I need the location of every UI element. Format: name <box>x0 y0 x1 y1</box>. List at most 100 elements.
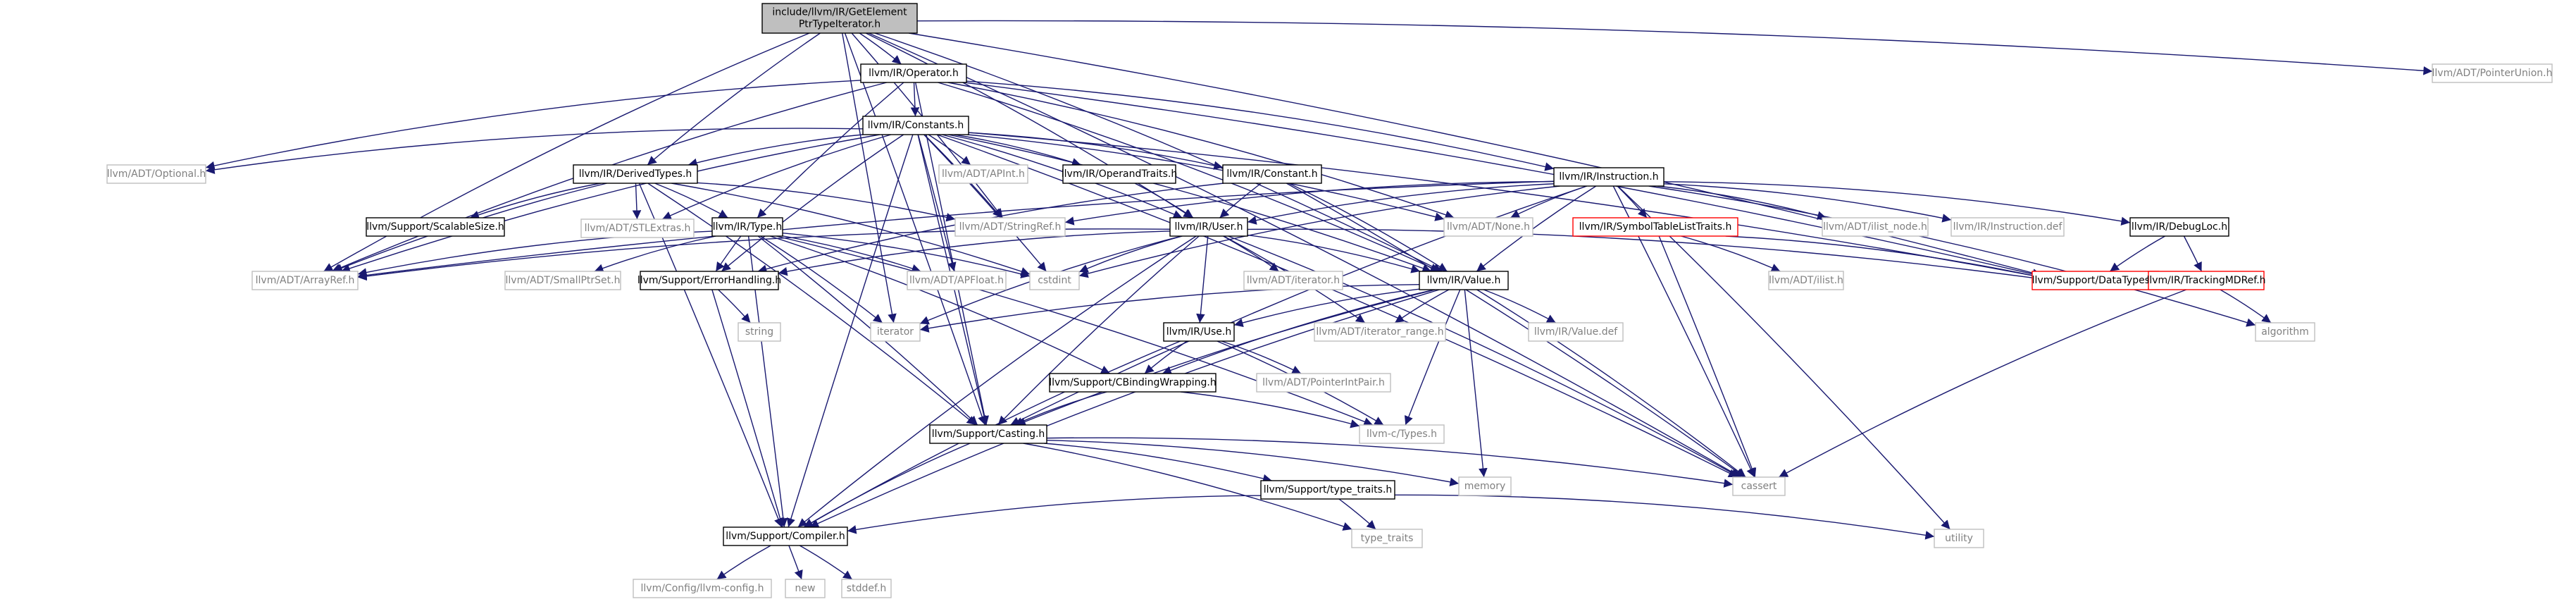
node-label-ilist: llvm/ADT/ilist.h <box>1769 275 1843 286</box>
node-user[interactable]: llvm/IR/User.h <box>1169 217 1248 237</box>
node-box-smallptrset <box>504 271 621 290</box>
node-operator[interactable]: llvm/IR/Operator.h <box>860 63 967 83</box>
edge-operator-to-constants <box>910 82 920 117</box>
edge-use-to-pointerintpair <box>1221 340 1302 374</box>
node-cbinding[interactable]: llvm/Support/CBindingWrapping.h <box>1049 373 1217 393</box>
node-label-debugloc: llvm/IR/DebugLoc.h <box>2132 221 2227 233</box>
edge-casting-to-type_traits <box>1023 443 1352 531</box>
edge-instruction-to-user <box>1247 183 1555 225</box>
node-derivedtypes[interactable]: llvm/IR/DerivedTypes.h <box>573 164 698 184</box>
node-label-apfloat: llvm/ADT/APFloat.h <box>909 275 1004 286</box>
node-box-new <box>785 579 826 598</box>
node-instruction[interactable]: llvm/IR/Instruction.h <box>1553 167 1665 187</box>
node-box-stringref <box>954 217 1066 237</box>
node-compiler[interactable]: llvm/Support/Compiler.h <box>723 526 848 546</box>
node-use[interactable]: llvm/IR/Use.h <box>1163 322 1235 342</box>
node-box-none <box>1443 217 1533 237</box>
node-datatypes[interactable]: llvm/Support/DataTypes.h <box>2031 271 2160 290</box>
edge-value-to-ctypes <box>1404 289 1461 426</box>
node-label-instruction: llvm/IR/Instruction.h <box>1559 171 1658 183</box>
node-trackingmdref[interactable]: llvm/IR/TrackingMDRef.h <box>2146 271 2266 290</box>
edge-operator-to-optional <box>205 80 861 171</box>
edge-casting-to-compiler <box>803 443 971 528</box>
edge-root-to-value <box>874 32 1443 272</box>
node-label-new: new <box>795 583 816 594</box>
node-none: llvm/ADT/None.h <box>1443 217 1533 237</box>
edge-instruction-to-cstdint <box>1078 185 1560 278</box>
edge-constants-to-apfloat <box>917 134 957 272</box>
edge-compiler-to-llvmconfig <box>716 545 771 580</box>
node-errorhandling[interactable]: llvm/Support/ErrorHandling.h <box>637 271 781 290</box>
node-arrayref: llvm/ADT/ArrayRef.h <box>251 271 359 290</box>
node-box-string <box>738 322 781 342</box>
node-label-type_traits: type_traits <box>1361 533 1414 544</box>
node-box-constants <box>862 116 969 135</box>
node-label-string: string <box>745 326 773 338</box>
node-label-iterator: iterator <box>877 326 914 338</box>
node-box-type <box>711 217 783 237</box>
edge-typetraits-to-compiler <box>847 495 1262 534</box>
node-label-instrdef: llvm/IR/Instruction.def <box>1953 221 2063 233</box>
edge-constants-to-cstddef <box>968 132 2042 281</box>
node-type_traits: type_traits <box>1351 529 1423 548</box>
node-box-algorithm <box>2255 322 2315 342</box>
node-label-ilistnode: llvm/ADT/ilist_node.h <box>1823 221 1927 233</box>
edge-root-to-derivedtypes <box>647 32 821 166</box>
node-symboltable[interactable]: llvm/IR/SymbolTableListTraits.h <box>1572 217 1738 237</box>
edge-constants-to-stlextras <box>661 134 892 220</box>
node-box-stlextras <box>580 218 695 238</box>
node-type[interactable]: llvm/IR/Type.h <box>711 217 783 237</box>
edge-operandtraits-to-user <box>1134 183 1194 218</box>
node-label-stddef: stddef.h <box>847 583 886 594</box>
edge-operator-to-instruction <box>966 80 1555 171</box>
node-label-none: llvm/ADT/None.h <box>1447 221 1530 233</box>
node-scalablesize[interactable]: llvm/Support/ScalableSize.h <box>366 217 505 237</box>
node-label-ctypes: llvm-c/Types.h <box>1367 429 1437 440</box>
node-casting[interactable]: llvm/Support/Casting.h <box>929 424 1047 444</box>
node-box-constant <box>1222 164 1322 184</box>
node-label-utility: utility <box>1945 533 1973 544</box>
edge-constants-to-optional <box>205 128 864 174</box>
node-box-utility <box>1934 529 1984 548</box>
edge-cbinding-to-ctypes <box>1180 391 1360 429</box>
edge-constant-to-user <box>1219 183 1262 218</box>
edge-compiler-to-stddef <box>799 545 853 580</box>
node-label-pointerunion: llvm/ADT/PointerUnion.h <box>2432 68 2553 79</box>
node-label-datatypes: llvm/Support/DataTypes.h <box>2032 275 2160 286</box>
node-label-scalablesize: llvm/Support/ScalableSize.h <box>366 221 504 233</box>
edge-value-to-compiler <box>809 289 1440 528</box>
node-value[interactable]: llvm/IR/Value.h <box>1419 271 1509 290</box>
edge-instruction-to-debugloc <box>1663 181 2131 226</box>
edge-errorhandling-to-string <box>718 289 751 323</box>
node-box-stddef <box>841 579 892 598</box>
node-label-iteratorrange: llvm/ADT/iterator_range.h <box>1316 326 1443 338</box>
node-debugloc[interactable]: llvm/IR/DebugLoc.h <box>2129 217 2229 237</box>
node-constant[interactable]: llvm/IR/Constant.h <box>1222 164 1322 184</box>
node-box-casting <box>929 424 1047 444</box>
edge-instruction-to-stringref <box>1064 180 1555 226</box>
edge-trackingmdref-to-algorithm <box>2220 289 2272 323</box>
node-typetraits[interactable]: llvm/Support/type_traits.h <box>1260 480 1395 500</box>
node-box-operator <box>860 63 967 83</box>
node-label-symboltable: llvm/IR/SymbolTableListTraits.h <box>1579 221 1732 233</box>
edge-debugloc-to-trackingmdref <box>2183 235 2203 272</box>
edge-user-to-casting <box>997 235 1200 426</box>
node-box-errorhandling <box>640 271 779 290</box>
edge-derivedtypes-to-casting <box>647 183 976 426</box>
node-optional: llvm/ADT/Optional.h <box>106 164 206 184</box>
edge-derivedtypes-to-stringref <box>697 182 956 222</box>
node-constants[interactable]: llvm/IR/Constants.h <box>862 116 969 135</box>
node-new: new <box>785 579 826 598</box>
edge-constant-to-value <box>1288 183 1448 272</box>
node-label-arrayref: llvm/ADT/ArrayRef.h <box>256 275 355 286</box>
node-label-llvmconfig: llvm/Config/llvm-config.h <box>641 583 764 594</box>
edge-type-to-cstdint <box>782 233 1031 278</box>
node-operandtraits[interactable]: llvm/IR/OperandTraits.h <box>1062 164 1177 184</box>
edge-root-to-casting <box>844 32 987 426</box>
edge-constants-to-errorhandling <box>721 134 904 272</box>
edge-derivedtypes-to-stlextras <box>632 183 642 220</box>
node-memory: memory <box>1458 476 1512 496</box>
node-box-scalablesize <box>366 217 505 237</box>
node-box-iterator <box>870 322 921 342</box>
node-box-operandtraits <box>1062 164 1176 184</box>
